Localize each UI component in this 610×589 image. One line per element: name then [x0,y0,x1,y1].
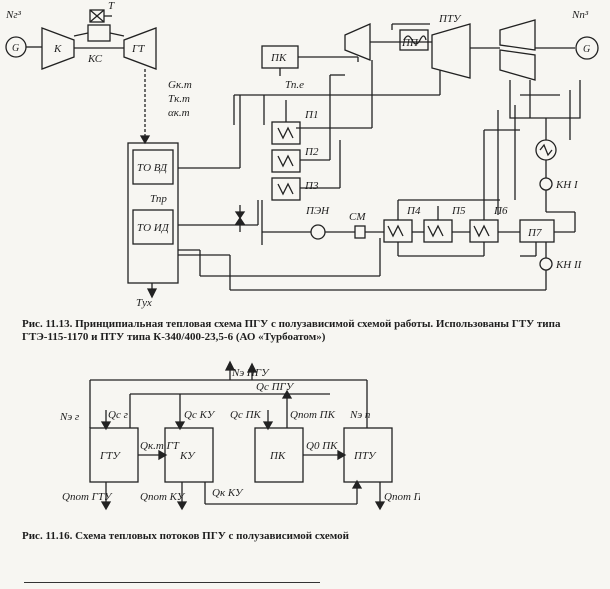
label-g-kt: Gк.т [168,79,192,91]
heat-flows-diagram: Nэ ПГУ Qс ПГУ Nэ г Qс г Qс КУ Qс ПК Qпот… [59,360,420,511]
label-q-pgu: Qс ПГУ [256,381,295,393]
turbine-ip-symbol [431,23,471,79]
label-p3: П3 [304,180,319,192]
figure-11-16-caption: Рис. 11.16. Схема тепловых потоков ПГУ с… [22,530,349,542]
label-q-ku-k: Qк КУ [212,487,244,499]
combustor-symbol [87,24,111,42]
label-p1: П1 [304,109,318,121]
label-pen: ПЭН [305,205,330,217]
label-q-pk-pot: Qпот ПК [290,409,336,421]
generator-right-symbol [575,36,599,60]
sm-mixer [354,225,366,239]
label-pk: ПК [270,52,287,64]
kn2-pump [539,257,553,271]
p5-heater [423,219,453,243]
label-t-ux: Tух [136,297,152,309]
gas-turbine-symbol [123,27,157,70]
kn1-pump [539,177,553,191]
label-p5: П5 [451,205,466,217]
p6-heater [469,219,499,243]
label-sm: СМ [349,211,366,223]
label-kn2: КН II [555,259,583,271]
label-pk: ПК [269,450,286,462]
label-t-pe: Тп.е [285,79,304,91]
label-q-ku-pot: Qпот КУ [140,491,186,503]
label-q-gtu-pot: Qпот ГТУ [62,491,113,503]
p3-heater [271,177,301,201]
label-combustor: КС [87,53,103,65]
pen-pump [310,224,326,240]
heat-recovery-boiler [127,142,179,284]
figure-11-13-caption: Рис. 11.13. Принципиальная тепловая схем… [22,318,561,343]
to-id-block [132,209,174,245]
label-kn1: КН I [555,179,579,191]
label-q-ku: Qс КУ [184,409,216,421]
label-p4: П4 [406,205,421,217]
label-fuel: Т [108,0,115,12]
label-t-pr: Тпр [150,193,167,205]
label-n-gen-left: Nг³ [5,9,22,21]
compressor-symbol [41,27,75,70]
label-q-g: Qс г [108,409,129,421]
label-p2: П2 [304,146,319,158]
p4-heater [383,219,413,243]
turbine-lp-upper [499,19,536,51]
turbine-hp-symbol [344,23,371,61]
label-gen-right: G [583,44,590,55]
label-n-g: Nэ г [59,411,80,423]
label-alpha-kt: αк.т [168,107,190,119]
label-q-ptu-pot: Qпот ПТУ [384,491,420,503]
figure-11-13: Nг³ G К КС Т ГТ ПК ПП ПТУ Nп³ G Gк.т Tк.… [5,0,599,309]
thermal-scheme-diagram: Nг³ G К КС Т ГТ ПК ПП ПТУ Nп³ G Gк.т Tк.… [5,0,599,309]
label-q-pk0: Q0 ПК [306,440,338,452]
label-p7: П7 [527,227,542,239]
label-q-gt: Qк.т ГТ [140,440,180,452]
label-q-pk-s: Qс ПК [230,409,262,421]
to-vd-block [132,149,174,185]
turbine-lp-lower [499,49,536,81]
label-pp: ПП [401,37,419,49]
label-p6: П6 [493,205,508,217]
label-n-gen-right: Nп³ [571,9,589,21]
label-gtu: ГТУ [99,450,121,462]
label-t-kt: Tк.т [168,93,190,105]
label-compressor: К [53,43,62,55]
p7-heater [519,219,555,243]
p2-heater [271,149,301,173]
figure-11-16: Nэ ПГУ Qс ПГУ Nэ г Qс г Qс КУ Qс ПК Qпот… [0,360,610,530]
label-ku: КУ [179,450,196,462]
label-to-id: ТО ИД [137,222,170,234]
label-gas-turbine: ГТ [131,43,145,55]
label-n-pgu: Nэ ПГУ [231,367,270,379]
label-to-vd: ТО ВД [137,162,168,174]
label-gen-left: G [12,43,19,54]
label-ptu: ПТУ [438,13,462,25]
label-n-p: Nэ п [349,409,371,421]
label-ptu: ПТУ [353,450,377,462]
footnote-rule [24,582,320,583]
pp-block [399,29,429,51]
